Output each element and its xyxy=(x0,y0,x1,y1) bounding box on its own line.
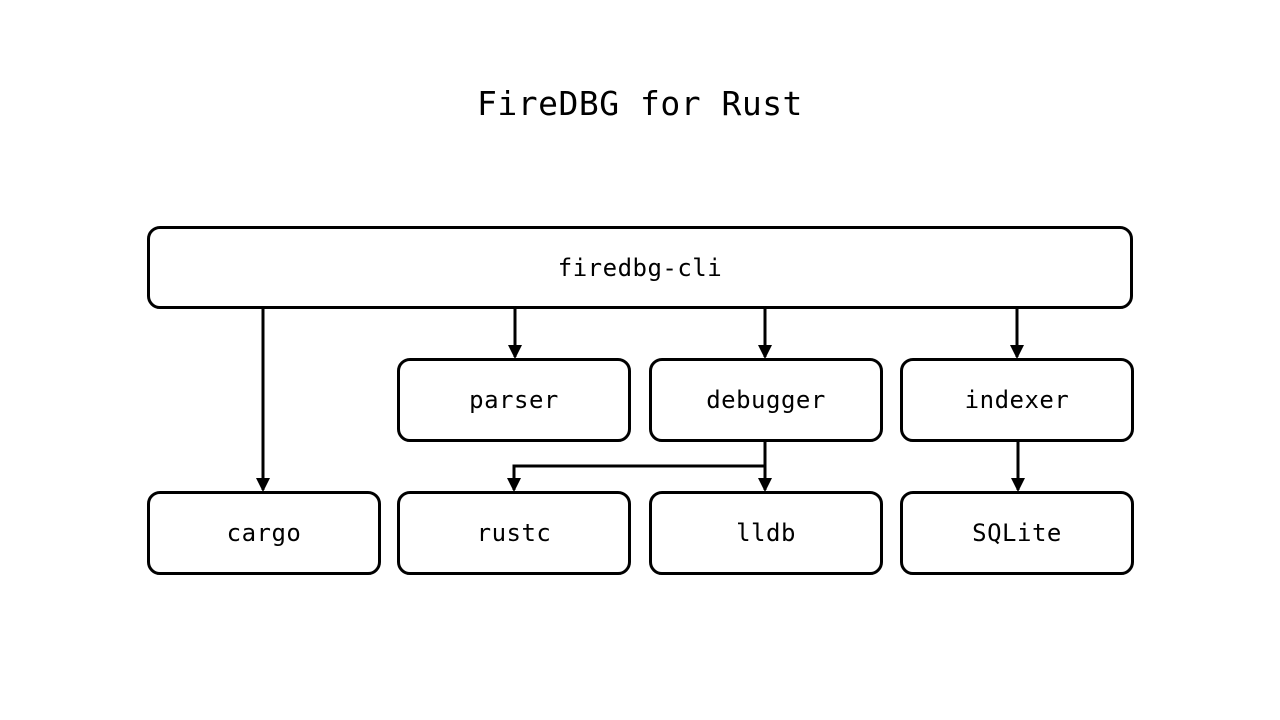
node-rustc: rustc xyxy=(397,491,631,575)
edge-debugger-to-rustc xyxy=(507,464,765,492)
node-lldb: lldb xyxy=(649,491,883,575)
node-parser: parser xyxy=(397,358,631,442)
node-firedbg-cli: firedbg-cli xyxy=(147,226,1133,309)
node-cargo: cargo xyxy=(147,491,381,575)
node-label: parser xyxy=(469,386,559,414)
node-debugger: debugger xyxy=(649,358,883,442)
node-label: firedbg-cli xyxy=(557,253,723,282)
node-label: cargo xyxy=(226,519,302,547)
node-label: rustc xyxy=(476,519,552,547)
node-indexer: indexer xyxy=(900,358,1134,442)
node-label: lldb xyxy=(736,519,796,547)
node-label: SQLite xyxy=(972,519,1062,547)
node-label: indexer xyxy=(964,386,1070,414)
node-label: debugger xyxy=(706,386,826,414)
diagram-title: FireDBG for Rust xyxy=(477,84,803,123)
node-sqlite: SQLite xyxy=(900,491,1134,575)
